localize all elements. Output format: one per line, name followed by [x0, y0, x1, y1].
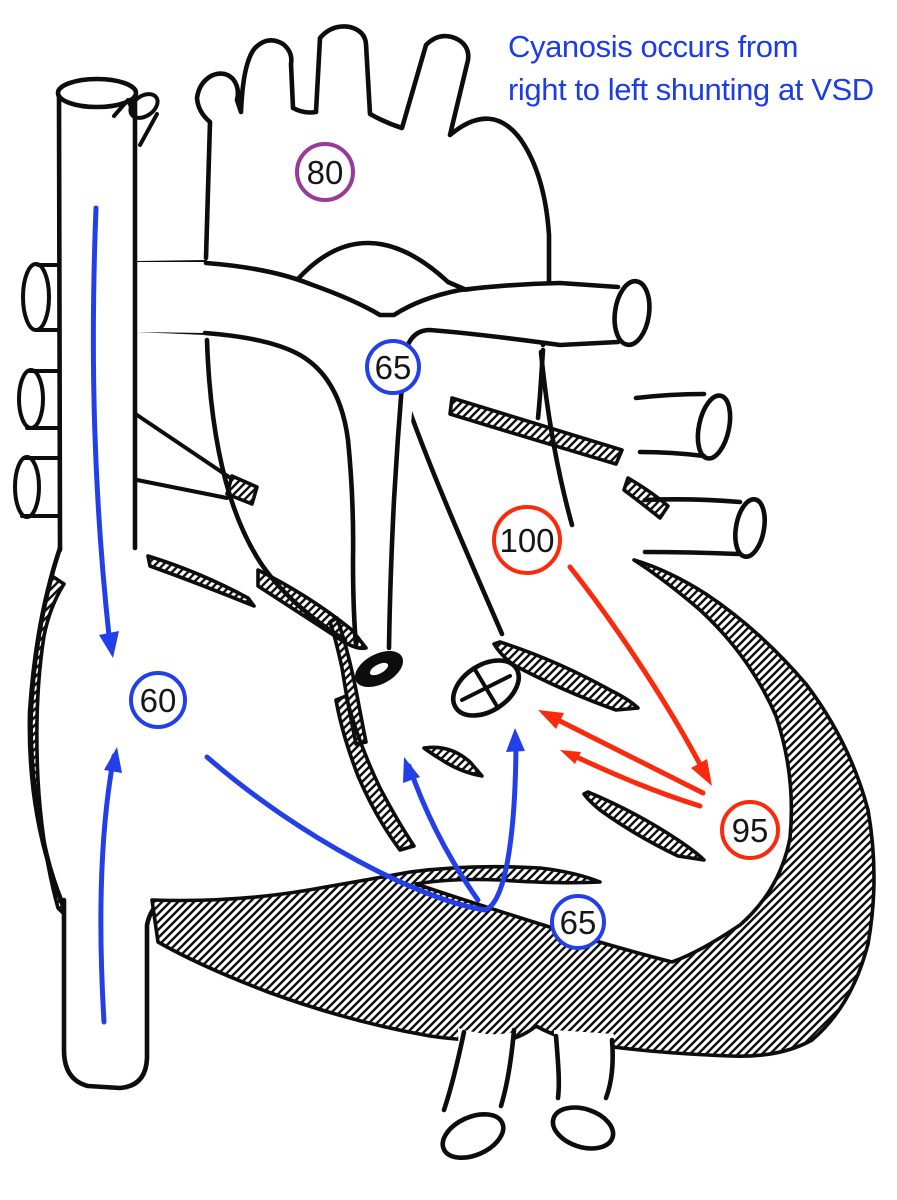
saturation-annotations: 80 65 100 60 95 65 [129, 142, 780, 950]
lv-to-aorta-arrow [543, 711, 706, 796]
right-atrium-saturation: 60 [129, 671, 187, 729]
left-atrium-saturation: 100 [492, 505, 562, 575]
svc-cap [55, 76, 139, 110]
septal-wedges [146, 554, 706, 862]
rv-saturation-value: 65 [560, 904, 597, 941]
right-ventricle-saturation: 65 [550, 894, 606, 950]
caption-line-2: right to left shunting at VSD [508, 72, 874, 107]
pulmonary-artery-saturation: 65 [365, 339, 421, 395]
right-pulmonary-vessels [13, 260, 259, 519]
left-atrium [448, 391, 767, 559]
left-ventricle-saturation: 95 [720, 800, 780, 860]
deoxygenated-flow-arrows [90, 205, 525, 1025]
blue-arrowheads [99, 631, 525, 783]
caption-line-1: Cyanosis occurs from [508, 29, 798, 64]
rv-to-aorta-shunt-arrow [204, 734, 519, 913]
azygos-vein-cap [128, 92, 160, 120]
ivc-flow-arrow [98, 753, 117, 1025]
oxygenated-flow-arrows [538, 564, 712, 809]
lv-saturation-value: 95 [732, 812, 769, 849]
ventricular-wall [150, 558, 876, 1058]
heart-anatomy [13, 24, 876, 1160]
ra-saturation-value: 60 [140, 682, 177, 719]
caption: Cyanosis occurs from right to left shunt… [508, 29, 874, 107]
la-to-lv-arrow [567, 564, 709, 779]
superior-vena-cava [55, 76, 160, 555]
lv-outflow-arrow [565, 750, 703, 809]
ascending-aorta [401, 347, 575, 637]
inferior-vessels [440, 1027, 616, 1160]
red-arrowheads [538, 710, 712, 786]
left-pulmonary-artery-cap [612, 278, 652, 348]
aortic-valve [451, 658, 521, 718]
pa-saturation-value: 65 [375, 349, 412, 386]
aorta-saturation: 80 [295, 142, 355, 202]
pulmonary-trunk [63, 260, 652, 688]
right-atrium [27, 545, 73, 925]
inferior-vena-cava [61, 897, 163, 1091]
rv-outflow-arrow [406, 763, 481, 903]
aorta-saturation-value: 80 [307, 154, 344, 191]
svc-flow-arrow [90, 205, 113, 648]
la-saturation-value: 100 [499, 522, 554, 559]
